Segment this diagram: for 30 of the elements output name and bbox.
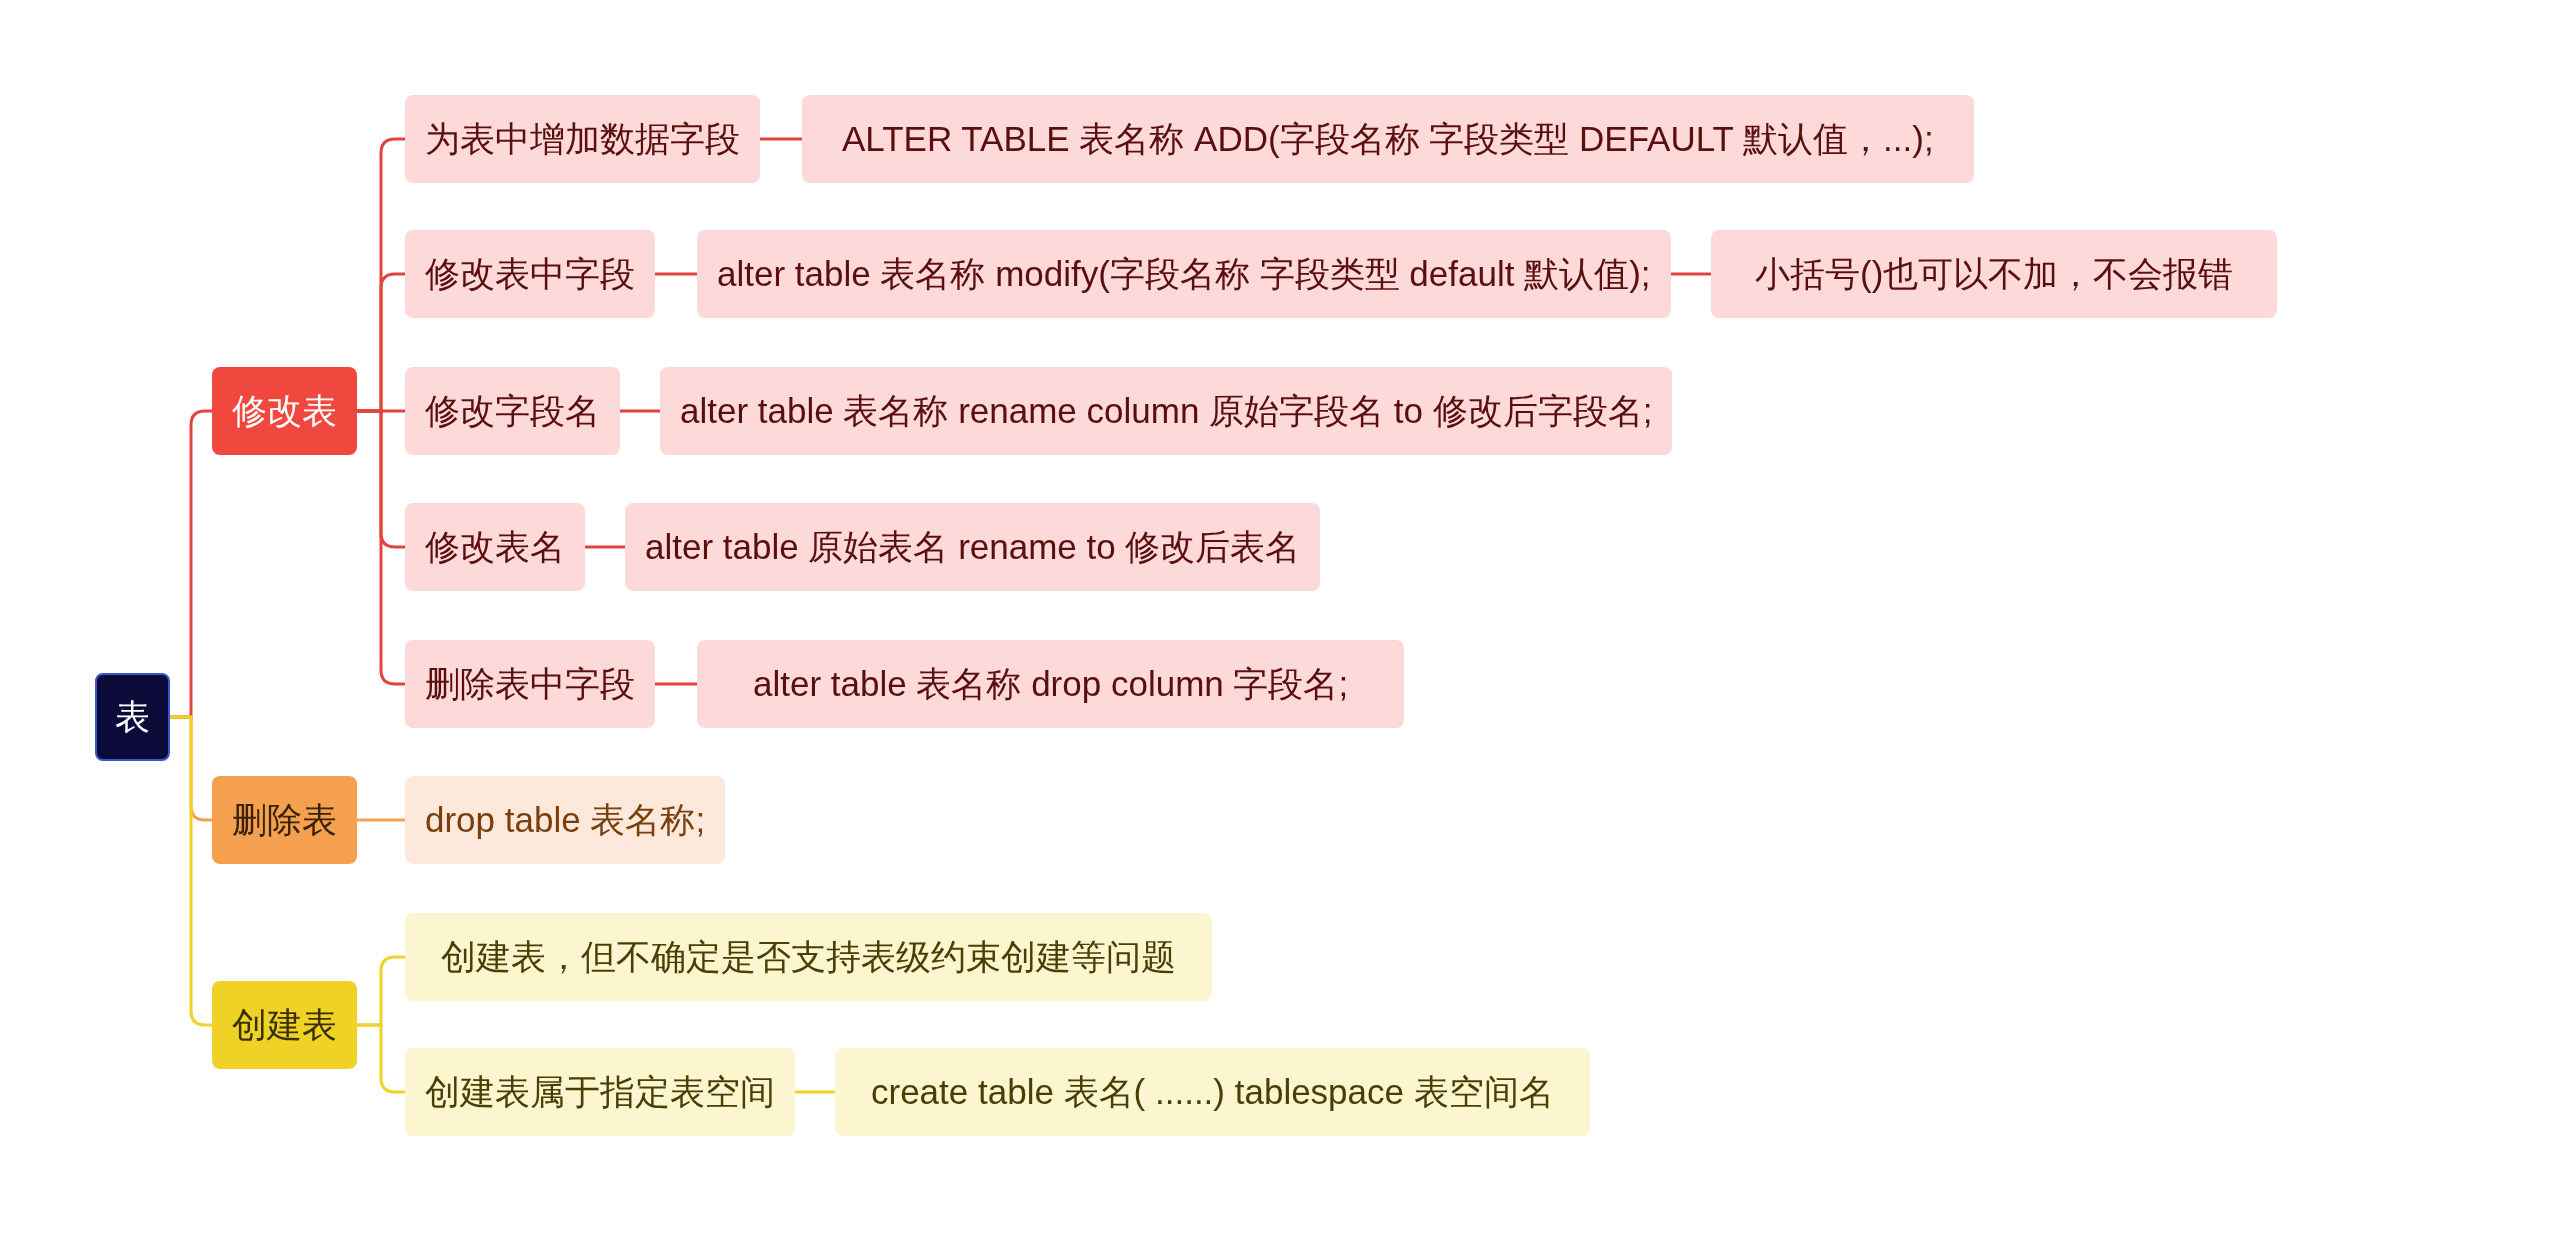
subtopic-box: 删除表中字段: [405, 640, 655, 728]
subtopic-box: alter table 表名称 modify(字段名称 字段类型 default 默认值);: [697, 230, 1671, 318]
branch-topic: 修改表: [212, 367, 357, 455]
subtopic-box: alter table 表名称 drop column 字段名;: [697, 640, 1405, 728]
root-topic: 表: [95, 673, 170, 761]
subtopic-box: alter table 表名称 rename column 原始字段名 to 修改后字段名;: [660, 367, 1673, 455]
connector-line: [795, 1090, 835, 1094]
subtopic-box: 修改表名: [405, 503, 585, 591]
subtopic-box: create table 表名( ......) tablespace 表空间名: [835, 1048, 1590, 1136]
subtopic-box: ALTER TABLE 表名称 ADD(字段名称 字段类型 DEFAULT 默认值，...);: [802, 95, 1974, 183]
subtopic-box: 修改表中字段: [405, 230, 655, 318]
subtopic-box: drop table 表名称;: [405, 776, 726, 864]
subtopic-box: 创建表，但不确定是否支持表级约束创建等问题: [405, 913, 1212, 1001]
connector-line: [655, 682, 697, 686]
connector-line: [655, 272, 697, 276]
connector-line: [357, 1023, 405, 1094]
branch-topic: 删除表: [212, 776, 357, 864]
connector-line: [357, 818, 405, 822]
connector-line: [585, 545, 625, 549]
subtopic-box: 小括号()也可以不加，不会报错: [1711, 230, 2278, 318]
connector-line: [760, 137, 802, 141]
subtopic-box: alter table 原始表名 rename to 修改后表名: [625, 503, 1321, 591]
branch-topic: 创建表: [212, 981, 357, 1069]
connector-line: [1671, 272, 1711, 276]
connector-line: [170, 715, 212, 1027]
subtopic-box: 修改字段名: [405, 367, 620, 455]
subtopic-box: 创建表属于指定表空间: [405, 1048, 795, 1136]
connector-line: [357, 409, 405, 686]
connector-line: [620, 409, 660, 413]
subtopic-box: 为表中增加数据字段: [405, 95, 760, 183]
